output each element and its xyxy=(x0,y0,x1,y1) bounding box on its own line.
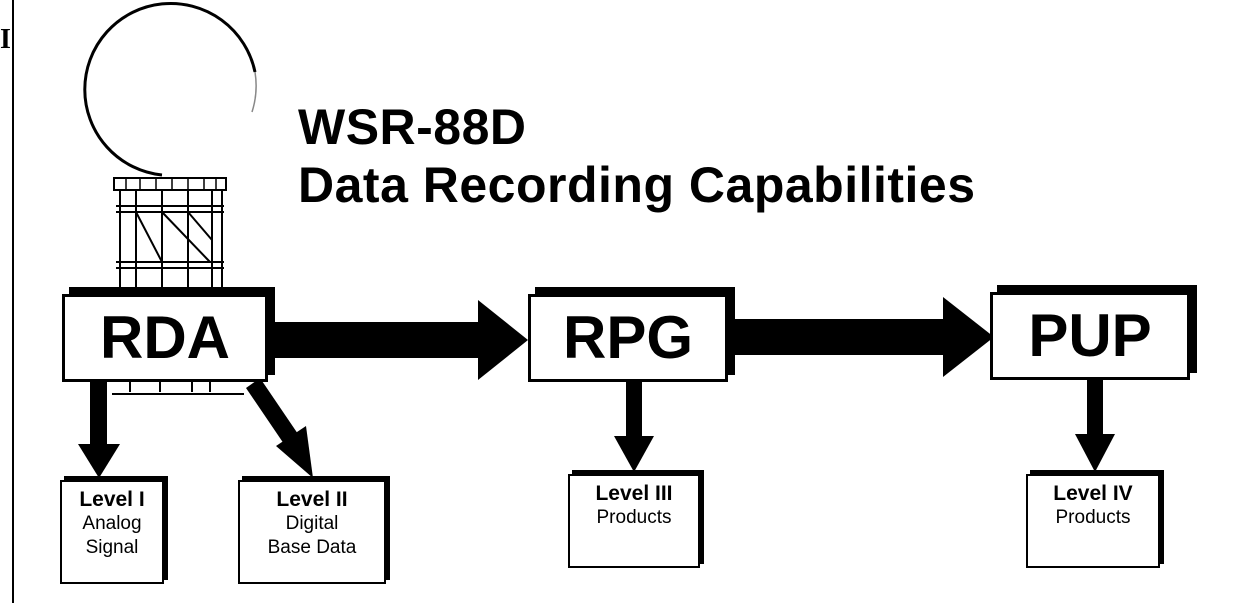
left-border-line xyxy=(12,0,14,603)
title-line-2: Data Recording Capabilities xyxy=(298,157,976,213)
left-edge-fragment: I xyxy=(0,24,11,55)
tower-lattice xyxy=(116,190,224,292)
radome-outline xyxy=(83,2,257,177)
level2-box: Level II Digital Base Data xyxy=(238,480,386,584)
level3-title: Level III xyxy=(595,482,673,505)
level3-line1: Products xyxy=(596,507,672,528)
title-line-1: WSR-88D xyxy=(298,99,527,155)
rpg-label: RPG xyxy=(562,304,694,371)
radar-tower-illustration xyxy=(83,2,257,395)
level3-box: Level III Products xyxy=(568,474,700,568)
pup-box: PUP xyxy=(990,292,1190,380)
radome-base-platform xyxy=(113,177,227,191)
arrow-rda-to-rpg xyxy=(270,300,528,380)
arrow-rda-to-level1 xyxy=(78,380,120,478)
arrow-rda-to-level2 xyxy=(246,378,313,478)
rpg-box: RPG xyxy=(528,294,728,382)
arrow-rpg-to-level3 xyxy=(614,382,654,472)
level4-box: Level IV Products xyxy=(1026,474,1160,568)
level1-title: Level I xyxy=(79,488,145,511)
level2-line2: Base Data xyxy=(267,537,357,558)
level4-title: Level IV xyxy=(1053,482,1133,505)
diagram-title: WSR-88D Data Recording Capabilities xyxy=(298,98,976,214)
arrow-pup-to-level4 xyxy=(1075,380,1115,472)
pup-label: PUP xyxy=(1028,302,1152,369)
level2-title: Level II xyxy=(276,488,348,511)
level4-line1: Products xyxy=(1055,507,1131,528)
arrow-rpg-to-pup xyxy=(735,297,994,377)
rda-box: RDA xyxy=(62,294,268,382)
radome-outline-fade xyxy=(251,71,257,113)
level2-line1: Digital xyxy=(285,513,339,534)
level1-box: Level I Analog Signal xyxy=(60,480,164,584)
level1-line2: Signal xyxy=(85,537,139,558)
rda-label: RDA xyxy=(100,304,230,371)
level1-line1: Analog xyxy=(82,513,142,534)
